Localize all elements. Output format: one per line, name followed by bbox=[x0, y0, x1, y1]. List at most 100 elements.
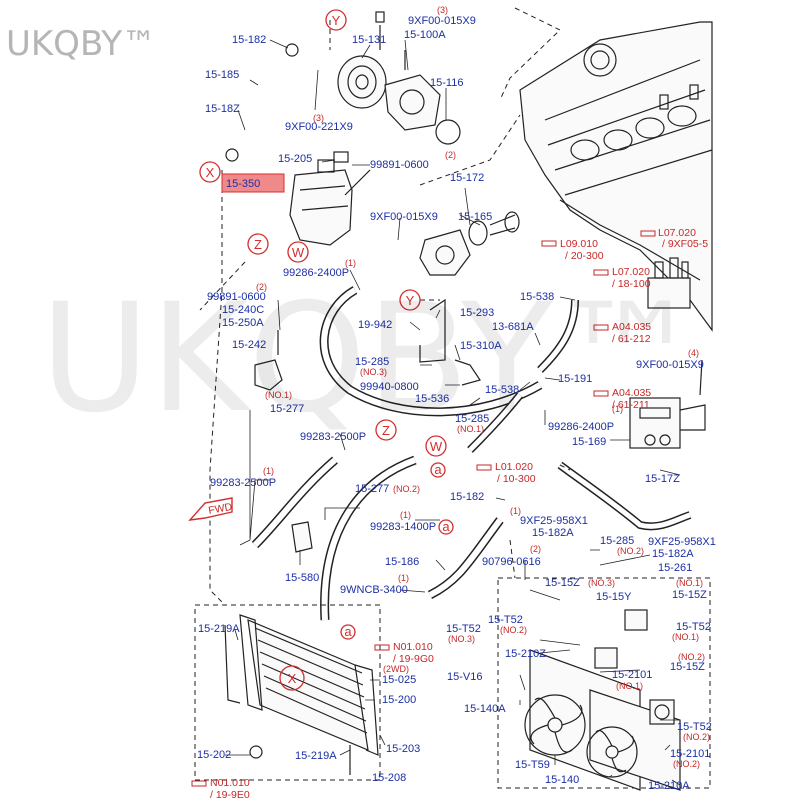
svg-text:(1): (1) bbox=[398, 573, 409, 583]
label-9xf00-015x9-right: 9XF00-015X9 bbox=[636, 359, 704, 371]
svg-text:a: a bbox=[344, 624, 352, 639]
label-15-17z: 15-17Z bbox=[645, 473, 680, 485]
svg-text:Y: Y bbox=[406, 293, 415, 308]
upper-radiator-hose bbox=[225, 43, 299, 162]
label-15-219a-bot: 15-219A bbox=[295, 750, 337, 762]
svg-text:(3): (3) bbox=[437, 5, 448, 15]
leader-lines bbox=[225, 39, 681, 786]
callout-x-radiator: X bbox=[279, 665, 305, 691]
callout-y-mid: Y bbox=[399, 289, 421, 311]
label-15-538-mid: 15-538 bbox=[485, 384, 519, 396]
svg-text:(NO.3): (NO.3) bbox=[448, 634, 475, 644]
callout-w-mid: W bbox=[425, 435, 447, 457]
svg-text:(NO.1): (NO.1) bbox=[676, 578, 703, 588]
label-99286-2400p-b: 99286-2400P bbox=[548, 421, 614, 433]
svg-text:(NO.3): (NO.3) bbox=[360, 367, 387, 377]
label-15-182a: 15-182A bbox=[532, 527, 574, 539]
svg-text:(NO.2): (NO.2) bbox=[673, 759, 700, 769]
svg-text:(NO.2): (NO.2) bbox=[678, 652, 705, 662]
label-15-261: 15-261 bbox=[658, 562, 692, 574]
svg-text:/ 10-300: / 10-300 bbox=[497, 473, 536, 485]
watermark-text: UKQBY™ bbox=[40, 272, 703, 446]
label-15-200: 15-200 bbox=[382, 694, 416, 706]
svg-text:/ 19-9G0: / 19-9G0 bbox=[393, 653, 434, 665]
svg-text:L09.010: L09.010 bbox=[560, 238, 598, 250]
svg-text:(1): (1) bbox=[263, 466, 274, 476]
a-marker-2: a bbox=[438, 519, 454, 535]
fwd-arrow: FWD bbox=[188, 497, 233, 521]
label-15-186: 15-186 bbox=[385, 556, 419, 568]
a-marker-3: a bbox=[340, 624, 356, 640]
label-15-169: 15-169 bbox=[572, 436, 606, 448]
svg-text:(1): (1) bbox=[612, 404, 623, 414]
label-99283-2500p-b: 99283-2500P bbox=[210, 477, 276, 489]
label-99940-0800: 99940-0800 bbox=[360, 381, 419, 393]
svg-text:(NO.1): (NO.1) bbox=[616, 681, 643, 691]
svg-text:(4): (4) bbox=[688, 348, 699, 358]
label-15-2101-b: 15-2101 bbox=[670, 748, 710, 760]
label-15-2101: 15-2101 bbox=[612, 669, 652, 681]
label-15-242: 15-242 bbox=[232, 339, 266, 351]
label-15-580: 15-580 bbox=[285, 572, 319, 584]
label-9xf25-958x1: 9XF25-958X1 bbox=[520, 515, 588, 527]
svg-text:/ 19-9E0: / 19-9E0 bbox=[210, 789, 250, 800]
label-15-538: 15-538 bbox=[520, 291, 554, 303]
a-marker-1: a bbox=[430, 462, 446, 478]
hose-bracket bbox=[419, 298, 481, 386]
ref-arrow-icons bbox=[191, 230, 656, 787]
label-15-182-mid: 15-182 bbox=[450, 491, 484, 503]
label-15-285-c: 15-285 bbox=[600, 535, 634, 547]
svg-text:A04.035: A04.035 bbox=[612, 387, 651, 399]
sensor-bracket bbox=[254, 330, 283, 391]
label-15-277-b: 15-277 bbox=[355, 483, 389, 495]
label-15-15z: 15-15Z bbox=[545, 577, 580, 589]
svg-text:(2): (2) bbox=[256, 282, 267, 292]
callout-w-top: W bbox=[287, 241, 309, 263]
water-pump bbox=[375, 11, 461, 145]
label-13-681a: 13-681A bbox=[492, 321, 534, 333]
fan-relay bbox=[594, 609, 648, 669]
label-15-165: 15-165 bbox=[458, 211, 492, 223]
label-15-15y: 15-15Y bbox=[596, 591, 632, 603]
svg-text:(NO.3): (NO.3) bbox=[588, 578, 615, 588]
label-99891-0600-left: 99891-0600 bbox=[207, 291, 266, 303]
label-15-182: 15-182 bbox=[232, 34, 266, 46]
svg-text:N01.010: N01.010 bbox=[210, 777, 250, 789]
label-9xf00-015x9: 9XF00-015X9 bbox=[408, 15, 476, 27]
svg-text:L07.020: L07.020 bbox=[658, 227, 696, 239]
label-9wncb-3400: 9WNCB-3400 bbox=[340, 584, 408, 596]
label-15-116: 15-116 bbox=[430, 77, 463, 89]
svg-text:W: W bbox=[430, 439, 443, 454]
label-15-293: 15-293 bbox=[460, 307, 494, 319]
svg-text:a: a bbox=[442, 519, 450, 534]
label-15-15z-c: 15-15Z bbox=[670, 661, 705, 673]
part-labels: 15-182 15-185 15-18Z 15-131 15-100A 9XF0… bbox=[197, 15, 716, 792]
thermostat-housing bbox=[419, 211, 520, 276]
label-9xf00-015x9-mid: 9XF00-015X9 bbox=[370, 211, 438, 223]
section-references: L09.010 / 20-300 L07.020 / 9XF05-5 L07.0… bbox=[210, 227, 708, 800]
svg-text:15-350: 15-350 bbox=[226, 178, 260, 190]
coolant-reservoir bbox=[289, 159, 371, 246]
label-9xf00-221x9: 9XF00-221X9 bbox=[285, 121, 353, 133]
label-15-t52-d: 15-T52 bbox=[677, 721, 712, 733]
label-15-t59: 15-T59 bbox=[515, 759, 550, 771]
svg-text:X: X bbox=[288, 671, 297, 686]
svg-text:X: X bbox=[206, 165, 215, 180]
svg-text:A04.035: A04.035 bbox=[612, 321, 651, 333]
svg-text:(1): (1) bbox=[345, 258, 356, 268]
hose-clip-15-580 bbox=[291, 521, 313, 553]
label-99891-0600: 99891-0600 bbox=[370, 159, 429, 171]
svg-text:(NO.1): (NO.1) bbox=[457, 424, 484, 434]
label-99286-2400p: 99286-2400P bbox=[283, 267, 349, 279]
label-15-208: 15-208 bbox=[372, 772, 406, 784]
svg-text:(3): (3) bbox=[313, 113, 324, 123]
label-99283-1400p: 99283-1400P bbox=[370, 521, 436, 533]
label-15-15z-b: 15-15Z bbox=[672, 589, 707, 601]
egr-valve-assembly bbox=[629, 359, 706, 449]
label-15-310a: 15-310A bbox=[460, 340, 502, 352]
svg-text:/ 20-300: / 20-300 bbox=[565, 250, 604, 262]
label-9xf25-958x1-b: 9XF25-958X1 bbox=[648, 536, 716, 548]
highlight-15-350[interactable]: 15-350 bbox=[221, 173, 285, 193]
label-99283-2500p: 99283-2500P bbox=[300, 431, 366, 443]
